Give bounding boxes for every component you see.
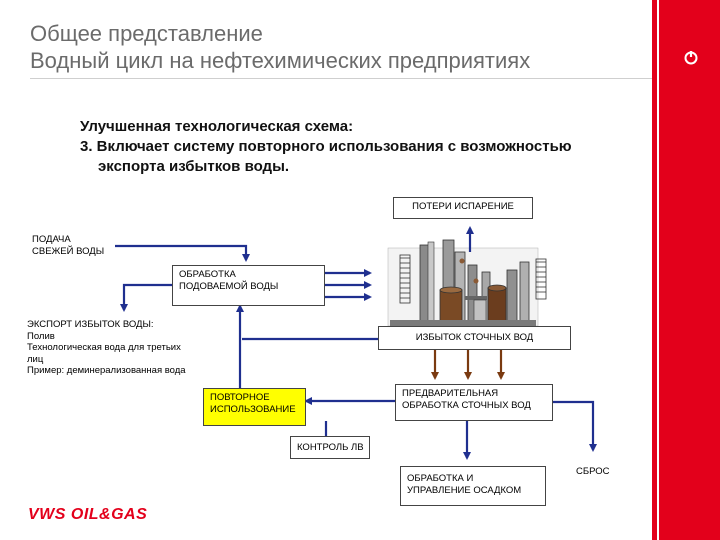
subtitle-line-1: Улучшенная технологическая схема: bbox=[80, 118, 354, 135]
fresh-water-line-2: СВЕЖЕЙ ВОДЫ bbox=[32, 246, 105, 257]
export-line-2: Полив bbox=[27, 330, 55, 342]
power-icon[interactable] bbox=[683, 49, 699, 65]
pretreatment-line-1: ПРЕДВАРИТЕЛЬНАЯ bbox=[402, 388, 499, 399]
export-line-1: ЭКСПОРТ ИЗБЫТОК ВОДЫ: bbox=[27, 319, 154, 330]
slide-subtitle: Улучшенная технологическая схема: 3. Вкл… bbox=[80, 117, 572, 177]
export-line-4: лиц bbox=[27, 353, 44, 365]
export-water-label: ЭКСПОРТ ИЗБЫТОК ВОДЫ: Полив Технологичес… bbox=[27, 319, 186, 377]
control-label: КОНТРОЛЬ ЛВ bbox=[297, 442, 364, 453]
brand-stripe bbox=[652, 0, 657, 540]
sludge-line-2: УПРАВЛЕНИЕ ОСАДКОМ bbox=[407, 485, 522, 496]
brand-sidebar bbox=[659, 0, 720, 540]
reuse-line-2: ИСПОЛЬЗОВАНИЕ bbox=[210, 404, 296, 415]
excess-wastewater-label: ИЗБЫТОК СТОЧНЫХ ВОД bbox=[415, 332, 534, 343]
reuse-box: ПОВТОРНОЕ ИСПОЛЬЗОВАНИЕ bbox=[203, 388, 306, 426]
pretreatment-line-2: ОБРАБОТКА СТОЧНЫХ ВОД bbox=[402, 400, 531, 411]
feed-treatment-line-2: ПОДОВАЕМОЙ ВОДЫ bbox=[179, 281, 279, 292]
feed-treatment-line-1: ОБРАБОТКА bbox=[179, 269, 236, 280]
wastewater-pretreatment-box: ПРЕДВАРИТЕЛЬНАЯ ОБРАБОТКА СТОЧНЫХ ВОД bbox=[395, 384, 553, 421]
export-line-5: Пример: деминерализованная вода bbox=[27, 365, 186, 376]
fresh-water-label: ПОДАЧА СВЕЖЕЙ ВОДЫ bbox=[32, 234, 104, 258]
feed-water-treatment-box: ОБРАБОТКА ПОДОВАЕМОЙ ВОДЫ bbox=[172, 265, 325, 306]
losses-label: ПОТЕРИ ИСПАРЕНИЕ bbox=[412, 201, 514, 212]
subtitle-line-2: 3. Включает систему повторного использов… bbox=[80, 138, 572, 155]
export-line-3: Технологическая вода для третьих bbox=[27, 342, 181, 353]
refinery-illustration bbox=[387, 239, 547, 327]
title-line-1: Общее представление bbox=[30, 21, 263, 46]
excess-wastewater-box: ИЗБЫТОК СТОЧНЫХ ВОД bbox=[378, 326, 571, 350]
page-title: Общее представление Водный цикл на нефте… bbox=[30, 20, 530, 74]
title-divider bbox=[30, 78, 652, 79]
company-logo: VWS OIL&GAS bbox=[28, 506, 148, 523]
sludge-management-box: ОБРАБОТКА И УПРАВЛЕНИЕ ОСАДКОМ bbox=[400, 466, 546, 506]
fresh-water-line-1: ПОДАЧА bbox=[32, 234, 71, 245]
discharge-label: СБРОС bbox=[576, 466, 610, 477]
sludge-line-1: ОБРАБОТКА И bbox=[407, 473, 474, 484]
subtitle-line-3: экспорта избытков воды. bbox=[98, 158, 290, 175]
title-line-2: Водный цикл на нефтехимических предприят… bbox=[30, 48, 531, 73]
losses-box: ПОТЕРИ ИСПАРЕНИЕ bbox=[393, 197, 533, 219]
reuse-line-1: ПОВТОРНОЕ bbox=[210, 392, 270, 403]
control-box: КОНТРОЛЬ ЛВ bbox=[290, 436, 370, 459]
